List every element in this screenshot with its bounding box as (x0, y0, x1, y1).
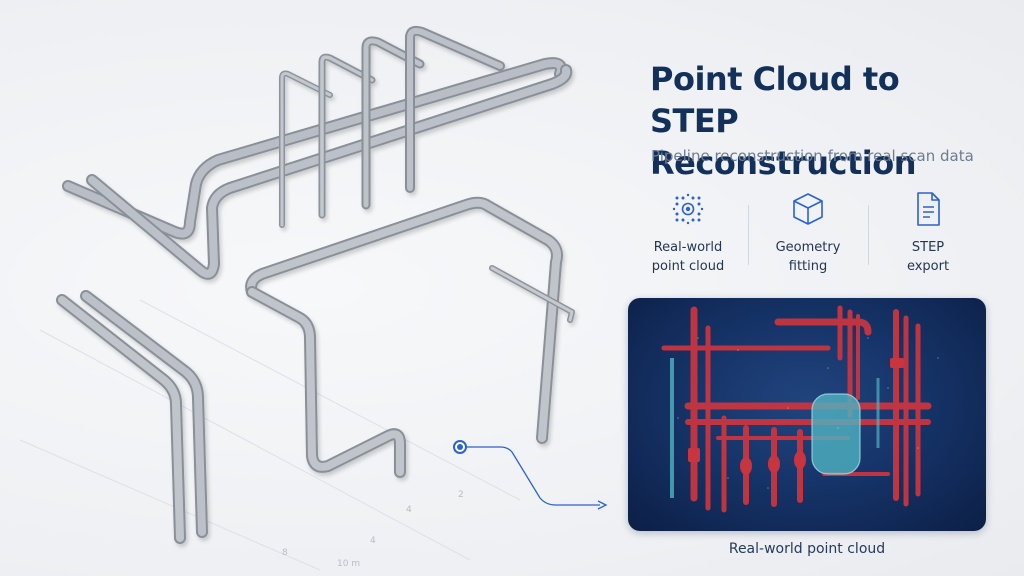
pipe-run-lower (56, 290, 208, 544)
point-cloud-caption: Real-world point cloud (728, 541, 886, 557)
connector-arrow (453, 440, 608, 510)
feature-label-line: Geometry (775, 240, 841, 255)
title-line-2: STEP Reconstruction (650, 102, 916, 182)
pipe-supports (279, 25, 505, 228)
tick-label: 4 (406, 505, 412, 515)
feature-step-export: STEP export (868, 190, 988, 276)
title-line-1: Point Cloud to (650, 60, 900, 98)
point-cloud-icon (672, 193, 704, 225)
tick-label: 2 (458, 490, 464, 500)
feature-point-cloud: Real-world point cloud (628, 190, 748, 276)
page-subtitle: Pipeline reconstruction from real scan d… (651, 147, 974, 165)
tick-label: 4 (370, 536, 376, 546)
feature-label-line: export (906, 259, 950, 274)
scanned-pipeline-illustration (661, 305, 939, 513)
tick-label: 8 (282, 548, 288, 558)
feature-label-line: point cloud (651, 259, 725, 274)
point-cloud-image (628, 298, 986, 531)
cube-icon (793, 193, 823, 225)
pipe-frame-middle (245, 196, 575, 478)
feature-divider (748, 205, 749, 265)
document-icon (917, 192, 940, 226)
scale-label: 10 m (337, 559, 361, 569)
pipe-run-upper (62, 57, 573, 280)
feature-label-line: fitting (788, 259, 828, 274)
feature-divider (868, 205, 869, 265)
page-title: Point Cloud to STEP Reconstruction (650, 58, 1010, 184)
feature-label-line: Real-world (653, 240, 723, 255)
feature-label-line: STEP (911, 240, 945, 255)
ground-grid (19, 299, 521, 571)
feature-geometry-fitting: Geometry fitting (748, 190, 868, 276)
